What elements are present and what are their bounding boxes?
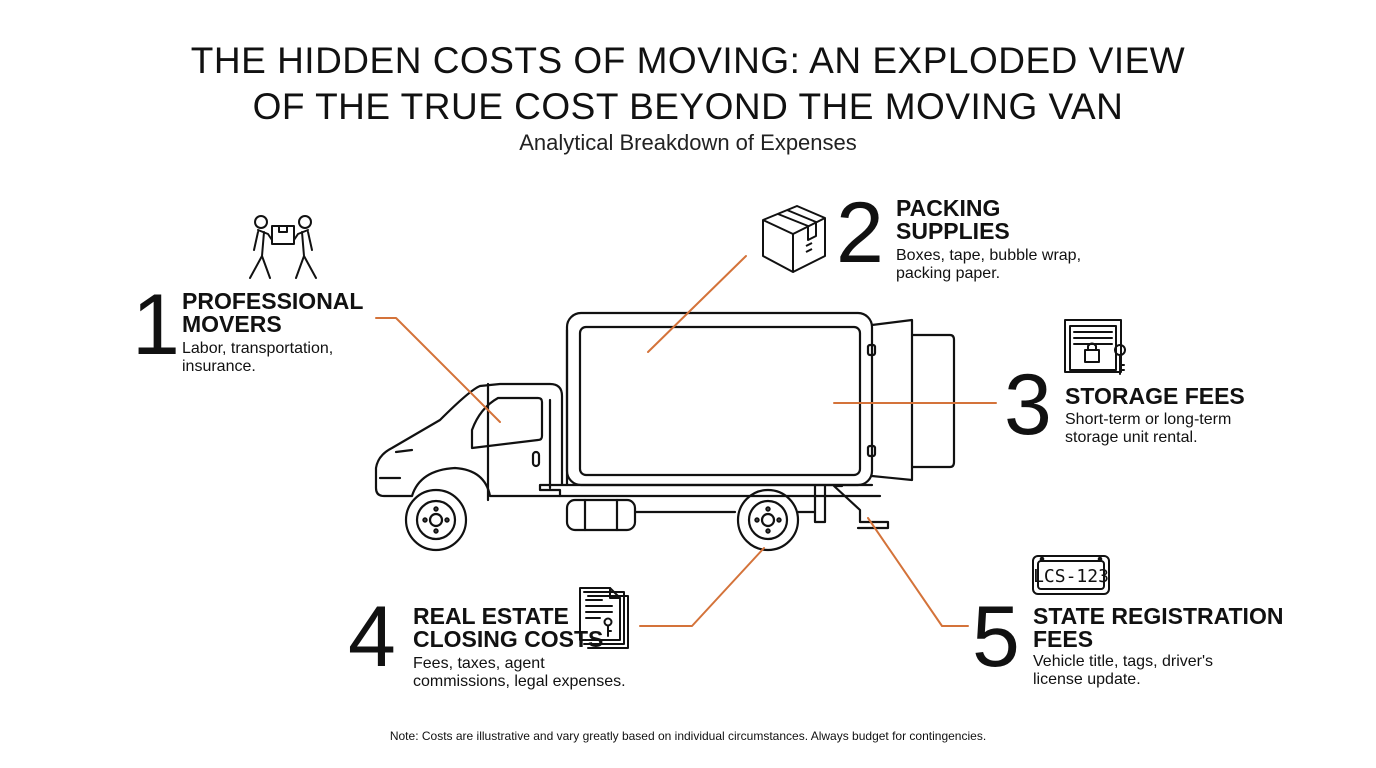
item-2-description: Boxes, tape, bubble wrap, packing paper. — [896, 247, 1082, 282]
item-3-heading: STORAGE FEES — [1065, 383, 1245, 409]
two-movers-carrying-box-icon — [249, 215, 317, 279]
item-1-description: Labor, transportation, insurance. — [182, 340, 334, 375]
page-subtitle: Analytical Breakdown of Expenses — [519, 130, 857, 155]
license-plate-text: LCS-123 — [1033, 566, 1109, 587]
page-title: THE HIDDEN COSTS OF MOVING: AN EXPLODED … — [0, 38, 1376, 130]
cardboard-box-icon — [762, 205, 826, 273]
title-line-2: OF THE TRUE COST BEYOND THE MOVING VAN — [252, 86, 1124, 127]
item-4-description: Fees, taxes, agent commissions, legal ex… — [413, 655, 626, 690]
item-2-heading: PACKING SUPPLIES — [896, 195, 1010, 244]
storage-unit-lock-key-icon — [1064, 319, 1126, 375]
cargo-box — [565, 311, 956, 487]
leader-line-1 — [375, 317, 501, 423]
item-5-description: Vehicle title, tags, driver's license up… — [1033, 653, 1214, 688]
item-4-heading: REAL ESTATE CLOSING COSTS — [413, 603, 604, 652]
item-3-number: 3 — [1004, 357, 1052, 453]
license-plate-icon — [1032, 555, 1110, 595]
leader-line-2 — [647, 255, 747, 353]
item-1-number: 1 — [132, 277, 180, 373]
item-3-description: Short-term or long-term storage unit ren… — [1065, 411, 1232, 446]
item-4-number: 4 — [348, 589, 396, 685]
front-wheel — [404, 488, 468, 552]
chassis — [558, 484, 890, 532]
leader-line-5 — [867, 517, 969, 627]
item-5-heading: STATE REGISTRATION FEES — [1033, 603, 1284, 652]
item-1-heading: PROFESSIONAL MOVERS — [182, 288, 364, 337]
title-line-1: THE HIDDEN COSTS OF MOVING: AN EXPLODED … — [190, 40, 1186, 81]
rear-wheel — [736, 488, 800, 552]
footer-note: Note: Costs are illustrative and vary gr… — [389, 729, 987, 743]
closing-documents-icon — [579, 587, 629, 649]
truck-cab — [374, 328, 569, 502]
item-2-number: 2 — [836, 185, 884, 281]
leader-line-4 — [639, 547, 765, 627]
item-5-number: 5 — [972, 589, 1020, 685]
